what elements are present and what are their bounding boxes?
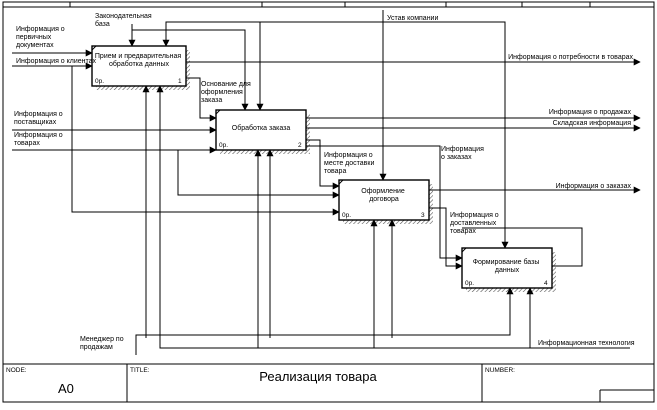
footer-title-label: TITLE:: [130, 367, 150, 374]
activity-box-2[interactable]: Обработка заказа 0р. 2: [215, 109, 310, 154]
arrow-manager: [135, 287, 514, 355]
arrow-info-mesto: [306, 139, 340, 190]
box-3-number: 3: [421, 212, 425, 219]
diagram-border: [2, 1, 655, 403]
label-info-tech: Информационная технология: [538, 340, 635, 347]
arrow-ustav-b4: [383, 21, 509, 249]
label-manager: Менеджер по продажам: [80, 336, 126, 351]
arrow-zakon-baza-2: [132, 29, 249, 111]
activity-box-1[interactable]: Прием и предварительная обработка данных…: [91, 45, 190, 90]
footer-title-value: Реализация товара: [259, 369, 377, 384]
box-4-title: Формирование базы данных: [473, 258, 542, 274]
arrow-dostavlennyh: [429, 207, 463, 270]
footer-node-label: NODE:: [6, 367, 27, 374]
label-out-sklad: Складская информация: [553, 120, 632, 127]
box-1-title: Прием и предварительная обработка данных: [95, 53, 183, 68]
header-strip: [3, 2, 654, 8]
box-4-number: 4: [544, 280, 548, 287]
arrow-ustav-b1: [162, 21, 383, 47]
arrow-osnovanie: [186, 77, 217, 122]
arrow-infotech: [156, 85, 630, 349]
label-out-potrebnosti: Информация о потребности в товарах: [508, 53, 633, 61]
footer-node-value: A0: [58, 381, 74, 396]
label-info-dostavlennyh: Информация о доставленных товарах: [450, 212, 501, 235]
arrows: [12, 10, 641, 355]
activity-box-3[interactable]: Оформление договора 0р. 3: [338, 179, 433, 224]
label-info-pervichnye: Информация о первичных документах: [16, 26, 67, 49]
box-3-cost: 0р.: [342, 212, 351, 219]
label-osnovanie: Основание для оформления заказа: [201, 81, 253, 104]
label-info-mesto: Информация о месте доставки товара: [324, 152, 376, 175]
label-out-zakazah: Информация о заказах: [556, 183, 632, 190]
label-info-zakazah-mid: Информация о заказах: [441, 146, 486, 161]
box-2-number: 2: [298, 142, 302, 149]
box-4-cost: 0р.: [465, 280, 474, 287]
label-info-postavshikah: Информация о поставщиках: [14, 111, 65, 126]
diagram-footer: NODE: A0 TITLE: Реализация товара NUMBER…: [3, 363, 654, 402]
label-zakon-baza: Законодательная база: [95, 13, 154, 28]
arrow-tovarah-branch: [177, 150, 340, 199]
label-info-tovarah: Информация о товарах: [14, 132, 65, 147]
arrow-b4-out: [462, 227, 583, 267]
activity-box-4[interactable]: Формирование базы данных 0р. 4: [461, 247, 556, 292]
box-1-number: 1: [178, 78, 182, 85]
box-2-cost: 0р.: [219, 142, 228, 149]
footer-number-label: NUMBER:: [485, 367, 515, 374]
label-out-prodazhah: Информация о продажах: [549, 109, 632, 116]
label-info-klientah: Информация о клиентах: [16, 58, 97, 65]
arrow-klientah-branch: [71, 66, 340, 216]
box-2-title: Обработка заказа: [232, 124, 291, 132]
arrow-zakazah-mid: [306, 145, 463, 262]
box-1-cost: 0р.: [95, 78, 104, 85]
label-ustav: Устав компании: [387, 15, 438, 22]
box-3-title: Оформление договора: [361, 188, 406, 203]
